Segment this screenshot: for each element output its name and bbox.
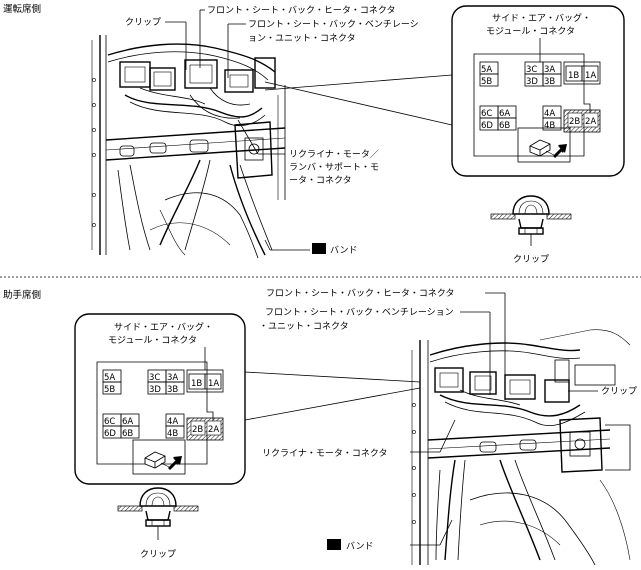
pin-4a: 4A bbox=[544, 109, 555, 119]
pin-2a-p: 2A bbox=[208, 425, 219, 435]
pin-3c-p: 3C bbox=[149, 373, 160, 383]
pin-3d: 3D bbox=[526, 77, 538, 87]
recliner-lumbar-label-1: リクライナ・モータ／ bbox=[289, 149, 379, 160]
pin-3c: 3C bbox=[526, 65, 537, 75]
ventilation-connector-label-driver-1: フロント・シート・バック・ベンチレーシ bbox=[248, 19, 419, 30]
pin-2a: 2A bbox=[585, 117, 596, 127]
pin-1a: 1A bbox=[585, 71, 596, 81]
pin-1b-p: 1B bbox=[191, 379, 202, 389]
pin-4a-p: 4A bbox=[167, 417, 178, 427]
band-marker-letter: R bbox=[316, 245, 323, 255]
band-marker-letter-p: R bbox=[331, 541, 338, 551]
pin-5a-p: 5A bbox=[104, 373, 115, 383]
band-marker-passenger: R bbox=[327, 539, 341, 551]
section-title-driver: 運転席側 bbox=[3, 3, 41, 15]
clip-symbol-label-passenger: クリップ bbox=[140, 549, 176, 560]
section-title-passenger: 助手席側 bbox=[3, 289, 41, 301]
pin-6a-p: 6A bbox=[122, 417, 133, 427]
pin-5b: 5B bbox=[481, 77, 492, 87]
band-label-passenger: バンド bbox=[346, 541, 373, 552]
driver-seat-illustration bbox=[91, 35, 286, 259]
ventilation-connector-label-passenger-1: フロント・シート・バック・ベンチレーション bbox=[265, 307, 454, 318]
pin-4b: 4B bbox=[544, 121, 555, 131]
pin-6b: 6B bbox=[499, 121, 510, 131]
airbag-connector-detail-driver: サイド・エア・バッグ・ モジュール・コネクタ bbox=[451, 5, 625, 177]
pin-3d-p: 3D bbox=[149, 385, 161, 395]
airbag-label-passenger-2: モジュール・コネクタ bbox=[108, 335, 197, 346]
pin-4b-p: 4B bbox=[167, 429, 178, 439]
pin-6c: 6C bbox=[481, 109, 492, 119]
pin-3a: 3A bbox=[544, 65, 555, 75]
pin-2b-p: 2B bbox=[192, 425, 203, 435]
pin-6a: 6A bbox=[499, 109, 510, 119]
airbag-label-driver-2: モジュール・コネクタ bbox=[486, 26, 575, 37]
pin-1b: 1B bbox=[568, 71, 579, 81]
pin-3b: 3B bbox=[544, 77, 555, 87]
heater-connector-label-passenger: フロント・シート・バック・ヒータ・コネクタ bbox=[266, 288, 454, 299]
clip-symbol-label-driver: クリップ bbox=[513, 254, 549, 265]
airbag-connector-detail-passenger: サイド・エア・バッグ・ モジュール・コネクタ bbox=[74, 313, 246, 485]
airbag-label-driver-1: サイド・エア・バッグ・ bbox=[492, 12, 591, 24]
pin-6c-p: 6C bbox=[104, 417, 115, 427]
pin-3b-p: 3B bbox=[167, 385, 178, 395]
airbag-label-passenger-1: サイド・エア・バッグ・ bbox=[114, 321, 213, 333]
pin-1a-p: 1A bbox=[208, 379, 219, 389]
pin-3a-p: 3A bbox=[167, 373, 178, 383]
ventilation-connector-label-driver-2: ョン・ユニット・コネクタ bbox=[248, 33, 356, 44]
recliner-motor-label-passenger: リクライナ・モータ・コネクタ bbox=[262, 448, 387, 459]
band-label-driver: バンド bbox=[330, 245, 357, 256]
pin-6b-p: 6B bbox=[122, 429, 133, 439]
passenger-seat-illustration bbox=[411, 329, 631, 566]
heater-connector-label-driver: フロント・シート・バック・ヒータ・コネクタ bbox=[207, 5, 395, 16]
passenger-leader-lines bbox=[410, 292, 598, 546]
driver-leader-lines bbox=[165, 9, 453, 251]
pin-5a: 5A bbox=[481, 65, 492, 75]
ventilation-connector-label-passenger-2: ・ユニット・コネクタ bbox=[259, 321, 349, 332]
clip-label-driver: クリップ bbox=[125, 17, 161, 28]
pin-6d-p: 6D bbox=[104, 429, 116, 439]
band-marker-driver: R bbox=[312, 243, 326, 255]
pin-2b: 2B bbox=[569, 117, 580, 127]
recliner-lumbar-label-2: ランバ・サポート・モ bbox=[289, 162, 379, 173]
recliner-lumbar-label-3: ータ・コネクタ bbox=[289, 175, 352, 186]
passenger-detail-leader-lines bbox=[244, 371, 421, 421]
clip-label-passenger: クリップ bbox=[601, 386, 637, 397]
pin-6d: 6D bbox=[481, 121, 493, 131]
clip-symbol-passenger bbox=[117, 487, 199, 527]
clip-symbol-driver bbox=[490, 195, 572, 235]
pin-5b-p: 5B bbox=[104, 385, 115, 395]
